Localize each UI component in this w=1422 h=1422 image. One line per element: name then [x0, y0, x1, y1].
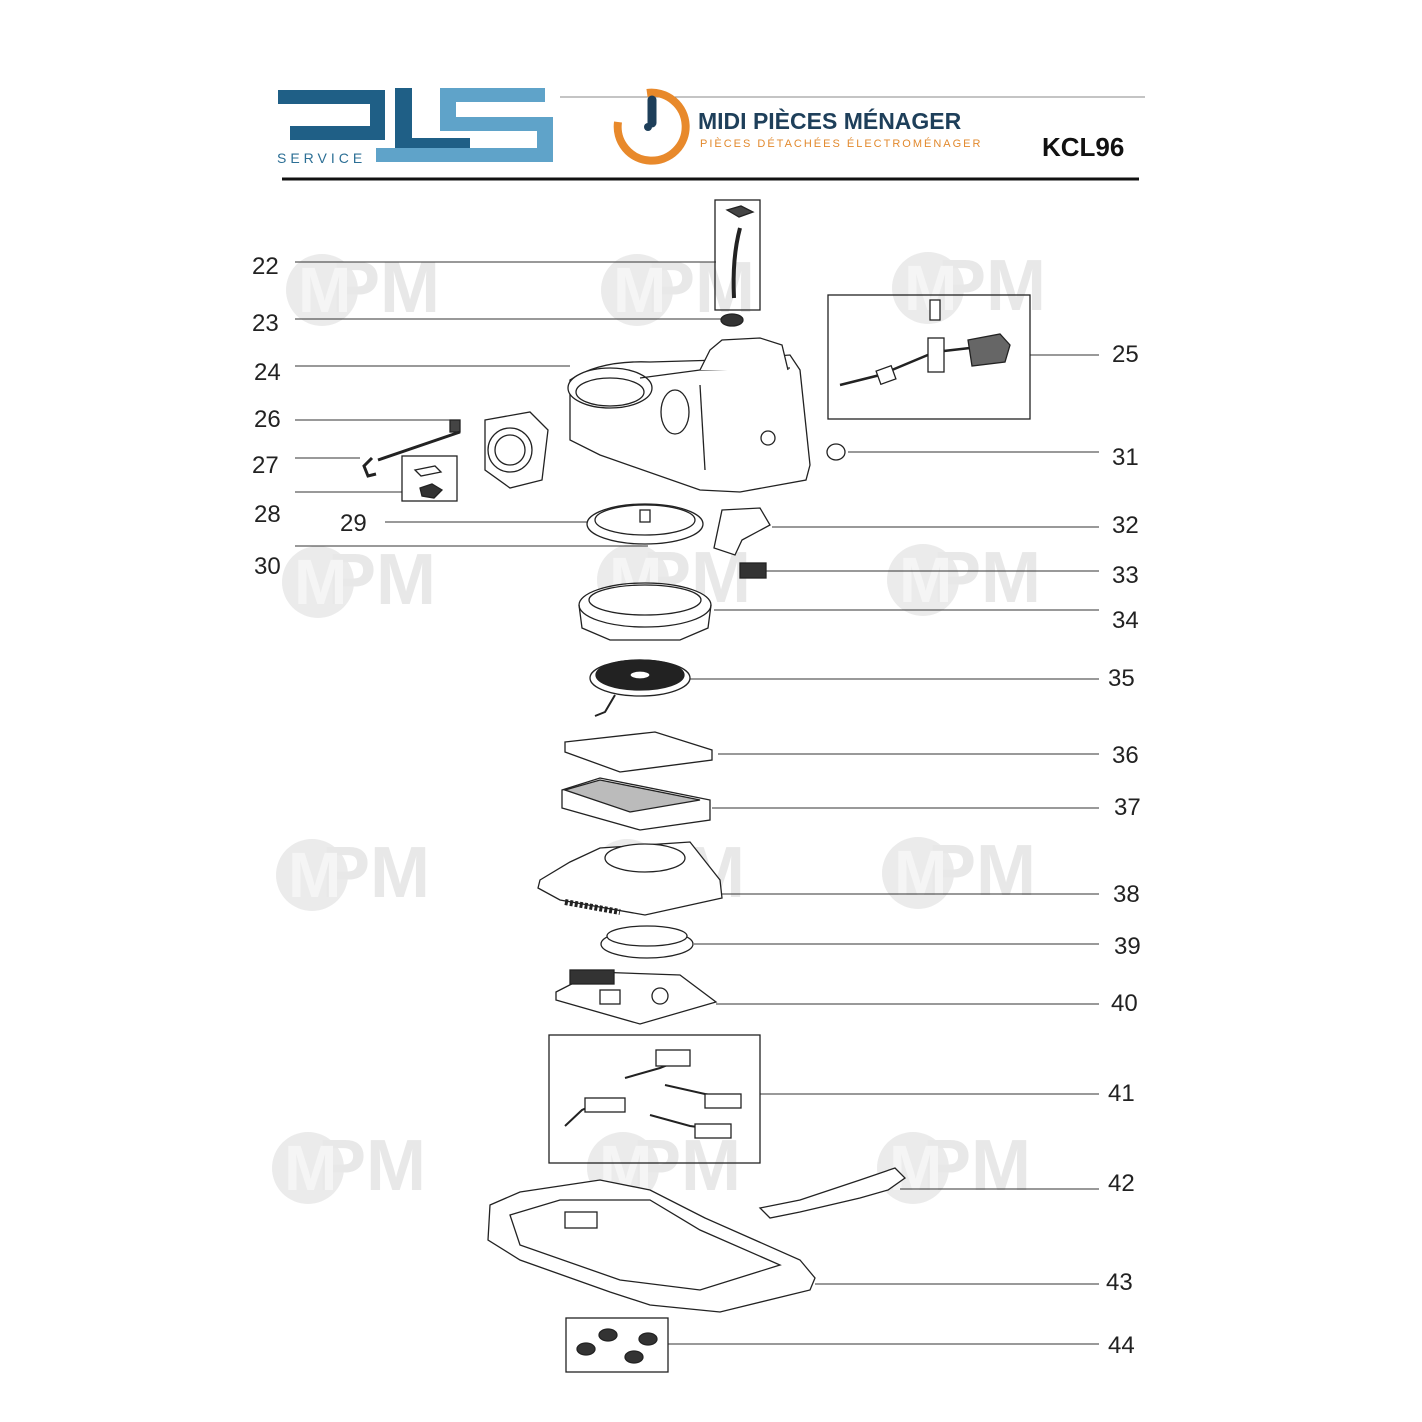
dls-logo: [278, 88, 553, 162]
part-label-44: 44: [1108, 1332, 1135, 1359]
part-label-41: 41: [1108, 1080, 1135, 1107]
part-label-33: 33: [1112, 562, 1139, 589]
part-label-42: 42: [1108, 1170, 1135, 1197]
part-label-24: 24: [254, 359, 281, 386]
part-label-38: 38: [1113, 881, 1140, 908]
part-41-box: [548, 1034, 761, 1164]
part-label-29: 29: [340, 510, 367, 537]
part-label-40: 40: [1111, 990, 1138, 1017]
mpm-logo-icon: [613, 88, 690, 165]
part-label-30: 30: [254, 553, 281, 580]
part-43-base: [487, 1179, 816, 1313]
part-label-23: 23: [252, 310, 279, 337]
model-number: KCL96: [1042, 132, 1125, 162]
part-label-36: 36: [1112, 742, 1139, 769]
part-drawings: [362, 199, 1031, 1373]
part-44-box: [565, 1317, 669, 1373]
part-25-box: [827, 294, 1031, 420]
part-28-box: [401, 455, 458, 502]
leader-lines: [295, 261, 1099, 1345]
brand-tagline: PIÈCES DÉTACHÉES ÉLECTROMÉNAGER: [700, 138, 983, 150]
dls-service-text: SERVICE: [277, 150, 367, 166]
part-label-34: 34: [1112, 607, 1139, 634]
part-label-35: 35: [1108, 665, 1135, 692]
part-label-27: 27: [252, 452, 279, 479]
part-24-housing: [567, 337, 811, 493]
part-label-28: 28: [254, 501, 281, 528]
part-label-43: 43: [1106, 1269, 1133, 1296]
part-label-25: 25: [1112, 341, 1139, 368]
part-label-37: 37: [1114, 794, 1141, 821]
part-label-39: 39: [1114, 933, 1141, 960]
brand-name: MIDI PIÈCES MÉNAGER: [698, 108, 962, 134]
part-label-32: 32: [1112, 512, 1139, 539]
part-label-22: 22: [252, 253, 279, 280]
part-22-box: [714, 199, 761, 311]
part-label-26: 26: [254, 406, 281, 433]
header: [278, 88, 1145, 181]
part-34-ring: [578, 582, 712, 628]
part-label-31: 31: [1112, 444, 1139, 471]
